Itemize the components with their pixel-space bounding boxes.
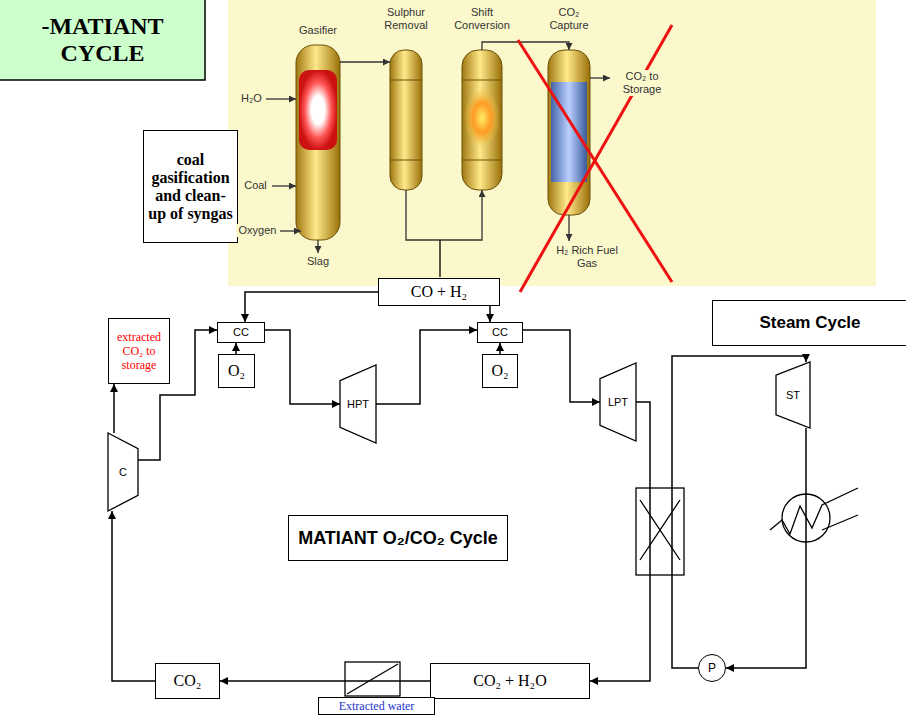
oxygen-box: O₂ bbox=[218, 354, 255, 388]
flow-connector bbox=[499, 343, 501, 354]
sulphur-vessel bbox=[390, 50, 422, 190]
stream-name: Slag bbox=[303, 255, 333, 268]
process-box: coal gasification and clean-up of syngas bbox=[143, 130, 238, 243]
node-text: Extracted water bbox=[339, 699, 415, 713]
node-text: extracted CO₂ to storage bbox=[112, 330, 166, 372]
turbine-symbol: HPT bbox=[340, 365, 376, 443]
oxygen-box: O₂ bbox=[482, 354, 518, 388]
cycle-box: Steam Cycle bbox=[712, 300, 906, 346]
stream-name: H₂ Rich Fuel Gas bbox=[553, 244, 621, 270]
title-panel bbox=[0, 0, 205, 80]
node-text: ST bbox=[786, 389, 800, 402]
flow-connector bbox=[235, 343, 237, 354]
node-text: P bbox=[708, 661, 716, 675]
gasifier-vessel bbox=[296, 45, 340, 240]
node-text: CO₂ + H₂O bbox=[473, 672, 547, 690]
turbine-symbol: ST bbox=[776, 362, 810, 428]
flow-connector bbox=[112, 511, 155, 681]
vessel-name: Gasifier bbox=[288, 24, 348, 37]
flow-connector bbox=[489, 306, 491, 322]
condenser bbox=[770, 488, 858, 542]
outline bbox=[776, 362, 810, 428]
node-text: CC bbox=[233, 326, 249, 339]
combustor-box: CC bbox=[477, 322, 523, 343]
node-text: C bbox=[119, 466, 127, 479]
flow-connector bbox=[265, 330, 340, 404]
stream-name: Oxygen bbox=[236, 224, 279, 237]
storage-box: extracted CO₂ to storage bbox=[108, 318, 170, 384]
process-arrows bbox=[266, 42, 610, 277]
vessel-name: Shift Conversion bbox=[451, 6, 513, 32]
water-separator bbox=[345, 662, 400, 696]
stream-name: CO₂ to Storage bbox=[611, 70, 673, 96]
node-text: CO₂ bbox=[174, 672, 202, 690]
turbine-symbol: LPT bbox=[600, 363, 636, 441]
outline bbox=[340, 365, 376, 443]
node-text: CC bbox=[492, 326, 508, 339]
outline bbox=[108, 433, 138, 511]
title-box: -MATIANT CYCLE bbox=[0, 0, 205, 80]
flow-connector bbox=[523, 330, 600, 402]
fuel-box: CO + H₂ bbox=[378, 278, 500, 306]
stream-name: H₂O bbox=[238, 92, 265, 105]
diagram-title: -MATIANT CYCLE bbox=[18, 13, 188, 67]
node-text: MATIANT O₂/CO₂ Cycle bbox=[298, 528, 498, 549]
node-text: LPT bbox=[608, 396, 628, 409]
node-text: Steam Cycle bbox=[759, 313, 860, 333]
vessel-name: Sulphur Removal bbox=[376, 6, 436, 32]
compressor-symbol: C bbox=[108, 433, 138, 511]
flow-connector bbox=[590, 402, 650, 681]
heat-exchanger bbox=[636, 488, 684, 575]
cycle-box: MATIANT O₂/CO₂ Cycle bbox=[288, 515, 508, 561]
flow-connector bbox=[220, 680, 430, 682]
outline bbox=[600, 363, 636, 441]
capture-vessel bbox=[548, 50, 590, 215]
node-text: coal gasification and clean-up of syngas bbox=[147, 151, 234, 223]
flow-connector bbox=[245, 292, 378, 322]
stream-box: CO₂ + H₂O bbox=[430, 663, 590, 699]
water-box: Extracted water bbox=[318, 697, 435, 715]
node-text: CO + H₂ bbox=[411, 283, 467, 301]
stream-box: CO₂ bbox=[155, 663, 220, 699]
node-text: HPT bbox=[347, 398, 369, 411]
flow-connector bbox=[376, 330, 477, 404]
vessel-name: CO₂ Capture bbox=[540, 6, 598, 32]
combustor-box: CC bbox=[217, 322, 265, 343]
pump-symbol: P bbox=[698, 654, 726, 682]
flow-connector bbox=[726, 428, 806, 668]
flow-connector bbox=[113, 384, 115, 433]
process-panel bbox=[228, 0, 876, 286]
node-text: O₂ bbox=[228, 362, 245, 380]
stream-name: Coal bbox=[240, 179, 271, 192]
node-text: O₂ bbox=[491, 362, 508, 380]
shift-vessel bbox=[462, 50, 502, 190]
cross-out bbox=[518, 25, 672, 292]
